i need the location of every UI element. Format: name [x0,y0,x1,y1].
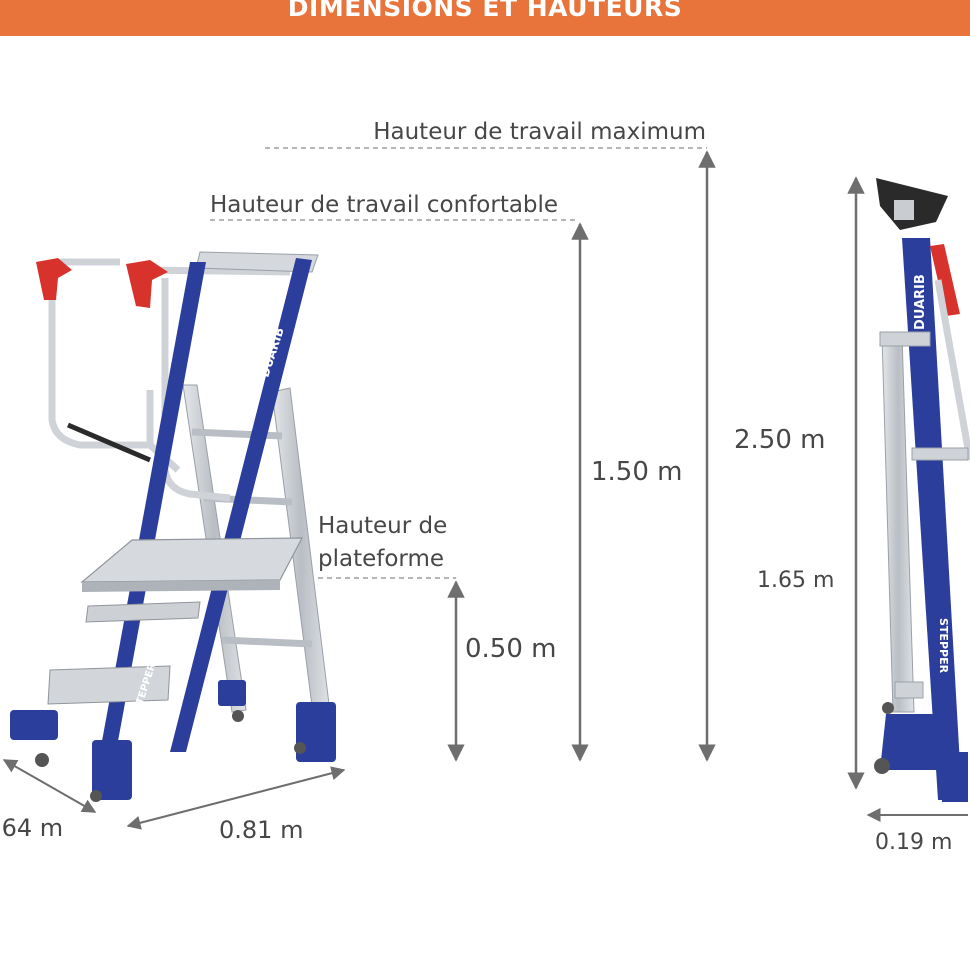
depth-arrow [2,759,97,813]
max-height-value: 2.50 m [734,425,825,455]
width-value: 0.81 m [219,816,303,844]
folded-height-value: 1.65 m [757,568,834,593]
comfort-height-value: 1.50 m [591,457,682,487]
ladder-folded-illustration: DUARIB STEPPER [874,178,970,802]
folded-depth-value: 0.19 m [875,830,952,855]
header-banner: DIMENSIONS ET HAUTEURS [0,0,970,36]
page-title: DIMENSIONS ET HAUTEURS [287,0,683,22]
ladder-open-illustration: DUARIB STEPPER [10,251,336,802]
platform-height-label-line2: plateforme [318,546,444,572]
width-arrow [126,766,346,830]
folded-model-logo-text: STEPPER [937,618,950,674]
depth-value: .64 m [0,814,63,842]
max-height-label: Hauteur de travail maximum [373,119,706,145]
folded-brand-logo-text: DUARIB [913,274,928,330]
platform-height-label-line1: Hauteur de [318,513,447,539]
comfort-height-label: Hauteur de travail confortable [210,192,558,218]
platform-height-value: 0.50 m [465,634,556,664]
